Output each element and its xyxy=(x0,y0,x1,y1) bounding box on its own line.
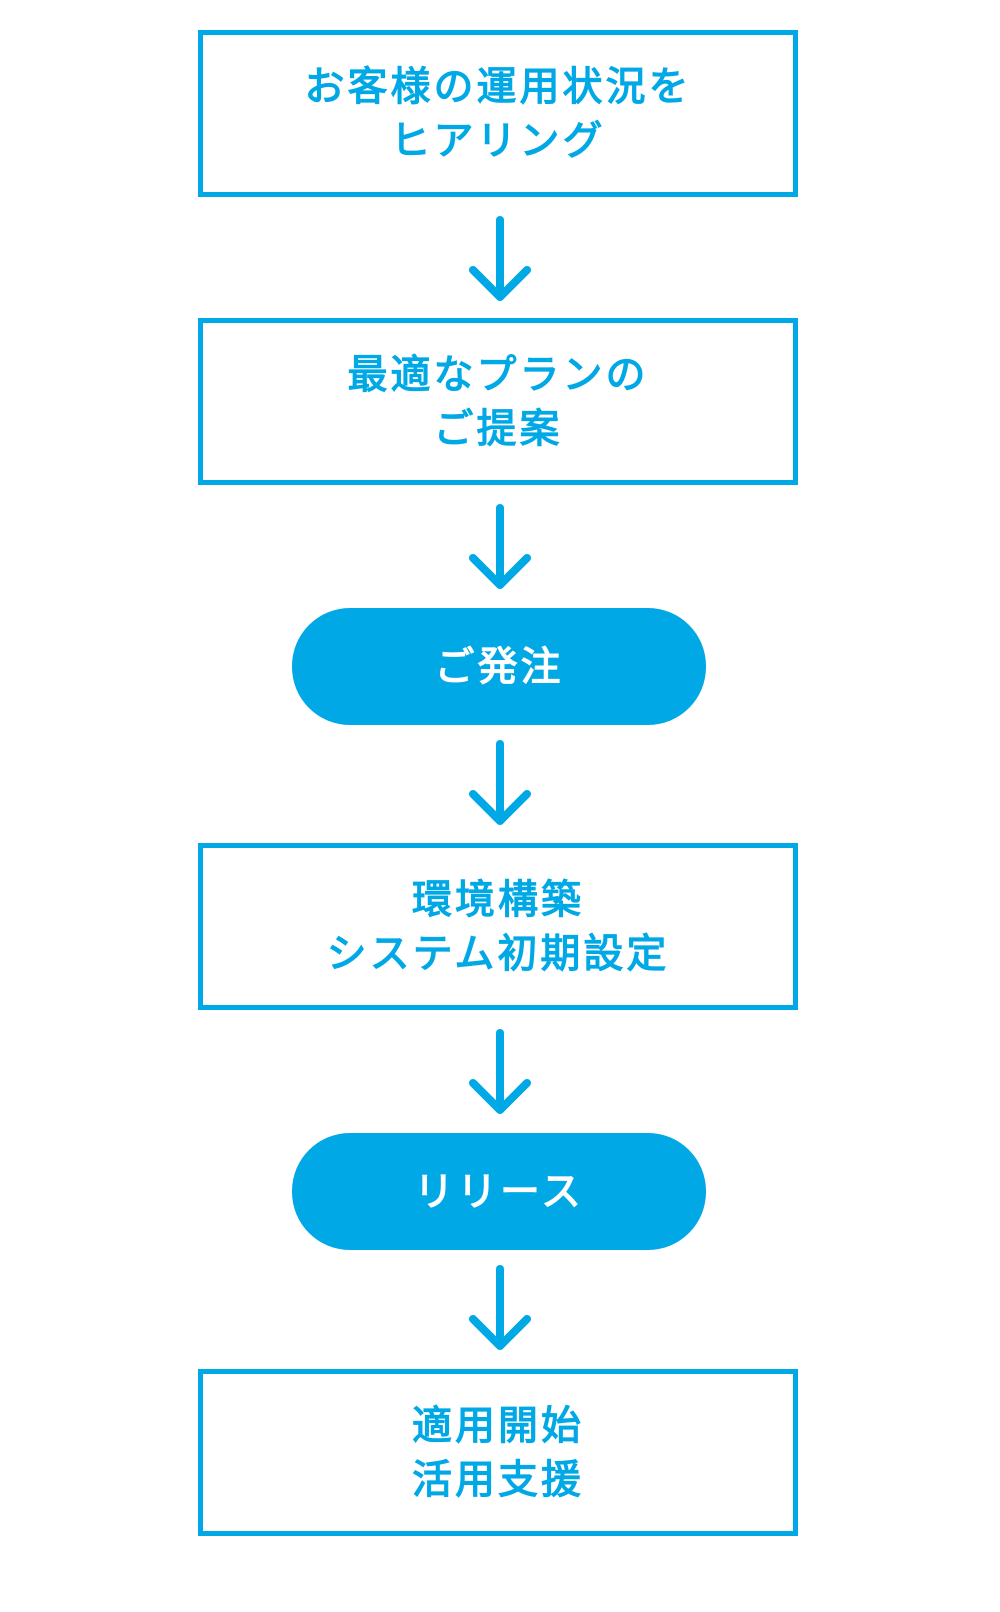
step-order: ご発注 xyxy=(292,608,706,725)
step-hearing: お客様の運用状況を ヒアリング xyxy=(198,30,798,197)
arrow-down-icon xyxy=(469,1265,531,1350)
step-proposal-line-2: ご提案 xyxy=(433,405,563,452)
arrow-down-icon xyxy=(469,740,531,825)
arrow-down-icon xyxy=(469,216,531,301)
step-hearing-line-2: ヒアリング xyxy=(390,117,606,164)
step-proposal: 最適なプランの ご提案 xyxy=(198,318,798,485)
step-adoption-line-1: 適用開始 xyxy=(412,1402,584,1449)
step-release-label: リリース xyxy=(414,1168,584,1215)
step-setup-line-2: システム初期設定 xyxy=(326,930,670,977)
step-adoption-line-2: 活用支援 xyxy=(412,1456,584,1503)
step-order-label: ご発注 xyxy=(434,643,564,690)
step-hearing-line-1: お客様の運用状況を xyxy=(304,63,692,110)
step-adoption: 適用開始 活用支援 xyxy=(198,1369,798,1536)
step-setup-line-1: 環境構築 xyxy=(412,876,584,923)
step-setup: 環境構築 システム初期設定 xyxy=(198,843,798,1010)
step-proposal-line-1: 最適なプランの xyxy=(347,351,649,398)
step-release: リリース xyxy=(292,1133,706,1250)
arrow-down-icon xyxy=(469,504,531,589)
arrow-down-icon xyxy=(469,1029,531,1114)
